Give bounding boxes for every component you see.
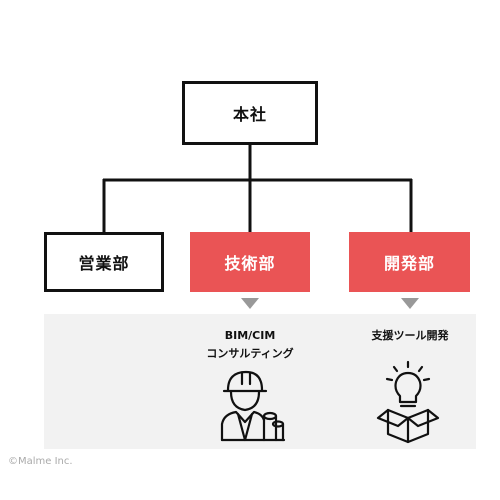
down-arrow-icon — [241, 298, 259, 309]
service-line: 支援ツール開発 — [371, 329, 449, 342]
department-sales-label: 営業部 — [78, 254, 130, 273]
department-development-box: 開発部 — [349, 232, 470, 292]
service-bim-cim-label: BIM/CIM コンサルティング — [180, 327, 320, 363]
department-engineering-label: 技術部 — [224, 254, 276, 273]
department-engineering-box: 技術部 — [190, 232, 310, 292]
department-sales-box: 営業部 — [44, 232, 164, 292]
department-development-label: 開発部 — [383, 254, 435, 273]
lightbulb-box-icon — [376, 360, 440, 444]
head-office-box: 本社 — [182, 81, 318, 145]
copyright-text: ©Malme Inc. — [8, 456, 73, 467]
engineer-hardhat-icon — [220, 370, 286, 442]
service-tool-dev-label: 支援ツール開発 — [340, 327, 480, 345]
head-office-label: 本社 — [232, 105, 267, 124]
service-line: コンサルティング — [206, 347, 294, 360]
down-arrow-icon — [401, 298, 419, 309]
service-line: BIM/CIM — [224, 329, 276, 342]
